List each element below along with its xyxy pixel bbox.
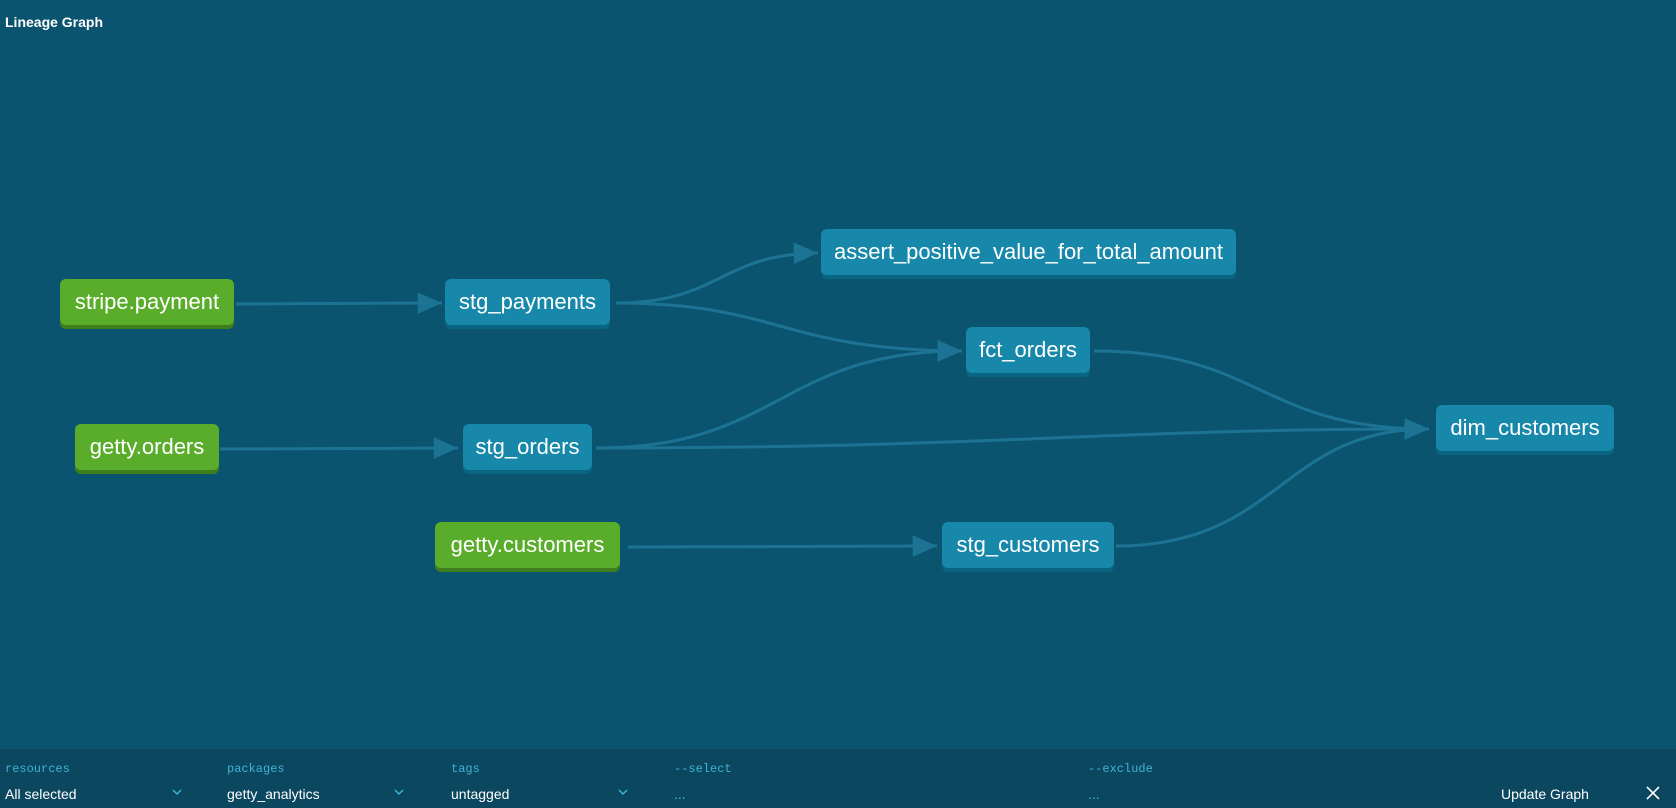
- node-stripe-payment[interactable]: stripe.payment: [60, 279, 234, 325]
- close-icon[interactable]: [1645, 785, 1661, 801]
- chevron-down-icon[interactable]: [617, 786, 629, 798]
- resources-filter[interactable]: resources All selected: [5, 749, 183, 808]
- tags-value[interactable]: untagged: [451, 786, 510, 802]
- node-getty-orders[interactable]: getty.orders: [75, 424, 219, 470]
- node-getty-customers[interactable]: getty.customers: [435, 522, 620, 568]
- packages-filter[interactable]: packages getty_analytics: [227, 749, 407, 808]
- packages-label: packages: [227, 762, 285, 776]
- packages-value[interactable]: getty_analytics: [227, 786, 320, 802]
- edge-fct-orders-to-dim-customers: [1093, 349, 1430, 440]
- exclude-filter[interactable]: --exclude ...: [1088, 749, 1468, 808]
- node-fct-orders[interactable]: fct_orders: [966, 327, 1090, 373]
- exclude-input[interactable]: ...: [1088, 786, 1100, 802]
- node-assert-positive-value[interactable]: assert_positive_value_for_total_amount: [821, 229, 1236, 275]
- node-stg-payments[interactable]: stg_payments: [445, 279, 610, 325]
- select-label: --select: [674, 762, 732, 776]
- resources-value[interactable]: All selected: [5, 786, 77, 802]
- exclude-label: --exclude: [1088, 762, 1153, 776]
- edge-stg-payments-to-fct-orders: [615, 301, 963, 362]
- lineage-edges: [219, 242, 1430, 557]
- update-graph-button[interactable]: Update Graph: [1501, 786, 1589, 802]
- node-stg-customers[interactable]: stg_customers: [942, 522, 1114, 568]
- page-title: Lineage Graph: [5, 14, 104, 30]
- resources-label: resources: [5, 762, 70, 776]
- tags-filter[interactable]: tags untagged: [451, 749, 631, 808]
- chevron-down-icon[interactable]: [393, 786, 405, 798]
- filter-bar: resources All selected packages getty_an…: [0, 749, 1676, 808]
- chevron-down-icon[interactable]: [171, 786, 183, 798]
- edge-getty-orders-to-stg-orders: [219, 437, 459, 459]
- select-filter[interactable]: --select ...: [674, 749, 1054, 808]
- edge-stg-customers-to-dim-customers: [1115, 418, 1430, 548]
- edge-stg-orders-to-fct-orders: [595, 340, 963, 450]
- edge-getty-customers-to-stg-customers: [627, 535, 938, 557]
- tags-label: tags: [451, 762, 480, 776]
- node-stg-orders[interactable]: stg_orders: [463, 424, 592, 470]
- edge-stg-orders-to-dim-customers: [595, 418, 1430, 450]
- select-input[interactable]: ...: [674, 786, 686, 802]
- node-dim-customers[interactable]: dim_customers: [1436, 405, 1614, 451]
- edge-stg-payments-to-assert: [615, 242, 819, 305]
- edge-stripe-payment-to-stg-payments: [235, 292, 443, 314]
